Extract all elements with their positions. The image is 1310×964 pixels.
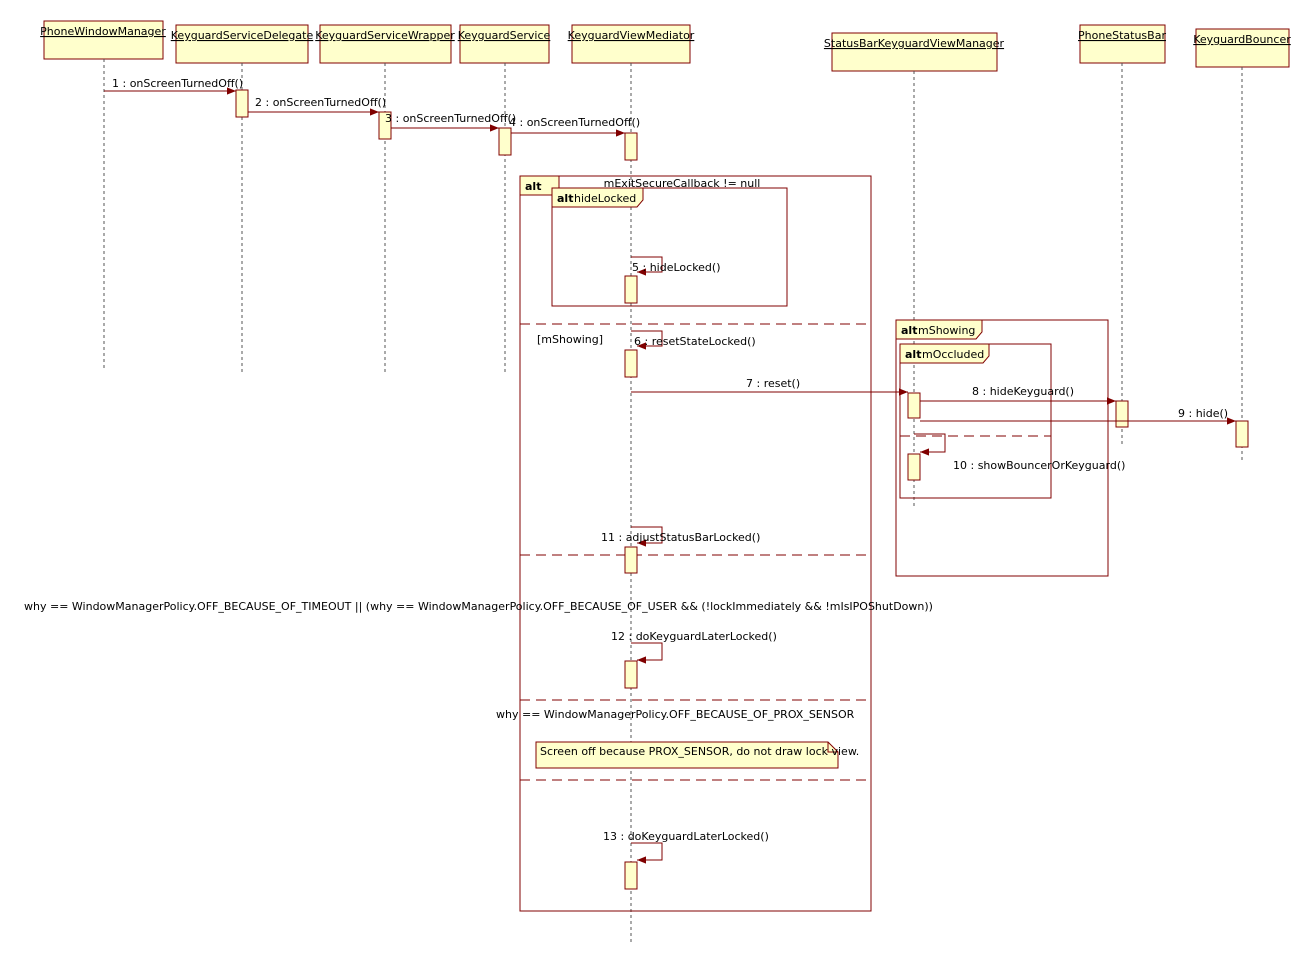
activation-bar (624, 275, 638, 304)
message-label: 9 : hide() (1178, 407, 1228, 420)
fragment-keyword: alt (557, 192, 573, 205)
message-11-self: 11 : adjustStatusBarLocked() (601, 526, 760, 547)
message-12-self: 12 : doKeyguardLaterLocked() (611, 630, 777, 664)
lifeline-label: StatusBarKeyguardViewManager (824, 37, 1005, 50)
lifeline-label: PhoneWindowManager (40, 25, 166, 38)
message-label: 7 : reset() (746, 377, 800, 390)
activation-bar (907, 453, 921, 481)
message-label: 12 : doKeyguardLaterLocked() (611, 630, 777, 643)
message-label: 11 : adjustStatusBarLocked() (601, 531, 760, 544)
lifeline-keyguard-service: KeyguardService (458, 24, 551, 372)
activation-bar (498, 127, 512, 156)
lifeline-label: PhoneStatusBar (1078, 29, 1166, 42)
operand-guard-showing: [mShowing] (537, 333, 603, 346)
activation-bar (624, 132, 638, 161)
lifeline-label: KeyguardServiceDelegate (171, 29, 314, 42)
operand-guard-prox-sensor: why == WindowManagerPolicy.OFF_BECAUSE_O… (496, 708, 855, 721)
activation-bar (1115, 400, 1129, 428)
activation-bar (624, 660, 638, 689)
message-label: 8 : hideKeyguard() (972, 385, 1074, 398)
note-text: Screen off because PROX_SENSOR, do not d… (540, 745, 859, 758)
message-2: 2 : onScreenTurnedOff() (248, 96, 386, 116)
activation-bar (1235, 420, 1249, 448)
fragment-guard: mOccluded (922, 348, 984, 361)
message-5-self: 5 : hideLocked() (631, 256, 721, 276)
message-label: 4 : onScreenTurnedOff() (509, 116, 640, 129)
message-9: 9 : hide() (920, 407, 1236, 425)
message-label: 2 : onScreenTurnedOff() (255, 96, 386, 109)
fragment-keyword: alt (905, 348, 921, 361)
lifeline-label: KeyguardService (458, 29, 551, 42)
message-7: 7 : reset() (631, 377, 908, 396)
fragment-guard: mExitSecureCallback != null (604, 177, 761, 190)
fragment-keyword: alt (901, 324, 917, 337)
fragment-alt-m-showing: alt mShowing (895, 319, 1109, 577)
message-3: 3 : onScreenTurnedOff() (385, 112, 516, 132)
lifeline-keyguard-view-mediator: KeyguardViewMediator (568, 24, 695, 945)
message-label: 3 : onScreenTurnedOff() (385, 112, 516, 125)
lifeline-phone-window-manager: PhoneWindowManager (40, 20, 166, 370)
activation-bar (907, 392, 921, 419)
message-label: 6 : resetStateLocked() (634, 335, 756, 348)
fragment-guard: hideLocked (574, 192, 636, 205)
lifeline-keyguard-service-wrapper: KeyguardServiceWrapper (315, 24, 455, 372)
message-label: 5 : hideLocked() (632, 261, 721, 274)
message-1: 1 : onScreenTurnedOff() (104, 77, 243, 95)
message-6-self: 6 : resetStateLocked() (631, 330, 756, 350)
message-label: 1 : onScreenTurnedOff() (112, 77, 243, 90)
activation-bar (378, 111, 392, 140)
fragment-keyword: alt (525, 180, 541, 193)
message-label: 13 : doKeyguardLaterLocked() (603, 830, 769, 843)
message-13-self: 13 : doKeyguardLaterLocked() (603, 830, 769, 864)
activation-bar (235, 89, 249, 118)
lifeline-label: KeyguardViewMediator (568, 29, 695, 42)
lifeline-phone-status-bar: PhoneStatusBar (1078, 24, 1166, 445)
activation-bar (624, 349, 638, 378)
lifeline-keyguard-bouncer: KeyguardBouncer (1193, 28, 1291, 460)
fragment-guard: mShowing (918, 324, 975, 337)
fragment-alt-exit-secure-callback: alt mExitSecureCallback != null [mShowin… (24, 175, 933, 912)
operand-guard-timeout: why == WindowManagerPolicy.OFF_BECAUSE_O… (24, 600, 933, 613)
lifeline-status-bar-keyguard-view-manager: StatusBarKeyguardViewManager (824, 32, 1005, 508)
lifeline-label: KeyguardServiceWrapper (315, 29, 455, 42)
message-4: 4 : onScreenTurnedOff() (509, 116, 640, 137)
message-label: 10 : showBouncerOrKeyguard() (953, 459, 1125, 472)
lifeline-keyguard-service-delegate: KeyguardServiceDelegate (171, 24, 314, 372)
activation-bar (624, 861, 638, 890)
note-prox-sensor: Screen off because PROX_SENSOR, do not d… (535, 741, 859, 769)
lifeline-label: KeyguardBouncer (1193, 33, 1291, 46)
message-10-self: 10 : showBouncerOrKeyguard() (914, 433, 1125, 472)
message-8: 8 : hideKeyguard() (920, 385, 1116, 405)
fragment-alt-hide-locked: alt hideLocked (551, 187, 788, 307)
activation-bar (624, 546, 638, 574)
